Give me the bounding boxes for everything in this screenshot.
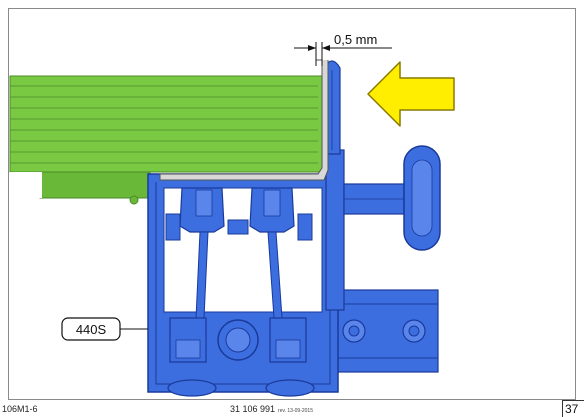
green-plate: [9, 75, 323, 205]
figure-code: 106M1-6: [2, 404, 38, 414]
dimension-marker: [294, 42, 392, 66]
revision-label: rev. 13-09-2015: [278, 408, 313, 414]
page-number: 37: [562, 400, 584, 417]
callout-label: 440S: [76, 322, 107, 337]
force-arrow: [367, 61, 455, 127]
figure-frame: [8, 8, 576, 400]
callout-440s: [61, 317, 148, 341]
gauge-strip: [159, 59, 329, 181]
clamp-body: [147, 173, 439, 397]
document-number: 31 106 991: [230, 404, 276, 414]
dimension-label: 0,5 mm: [334, 32, 377, 47]
